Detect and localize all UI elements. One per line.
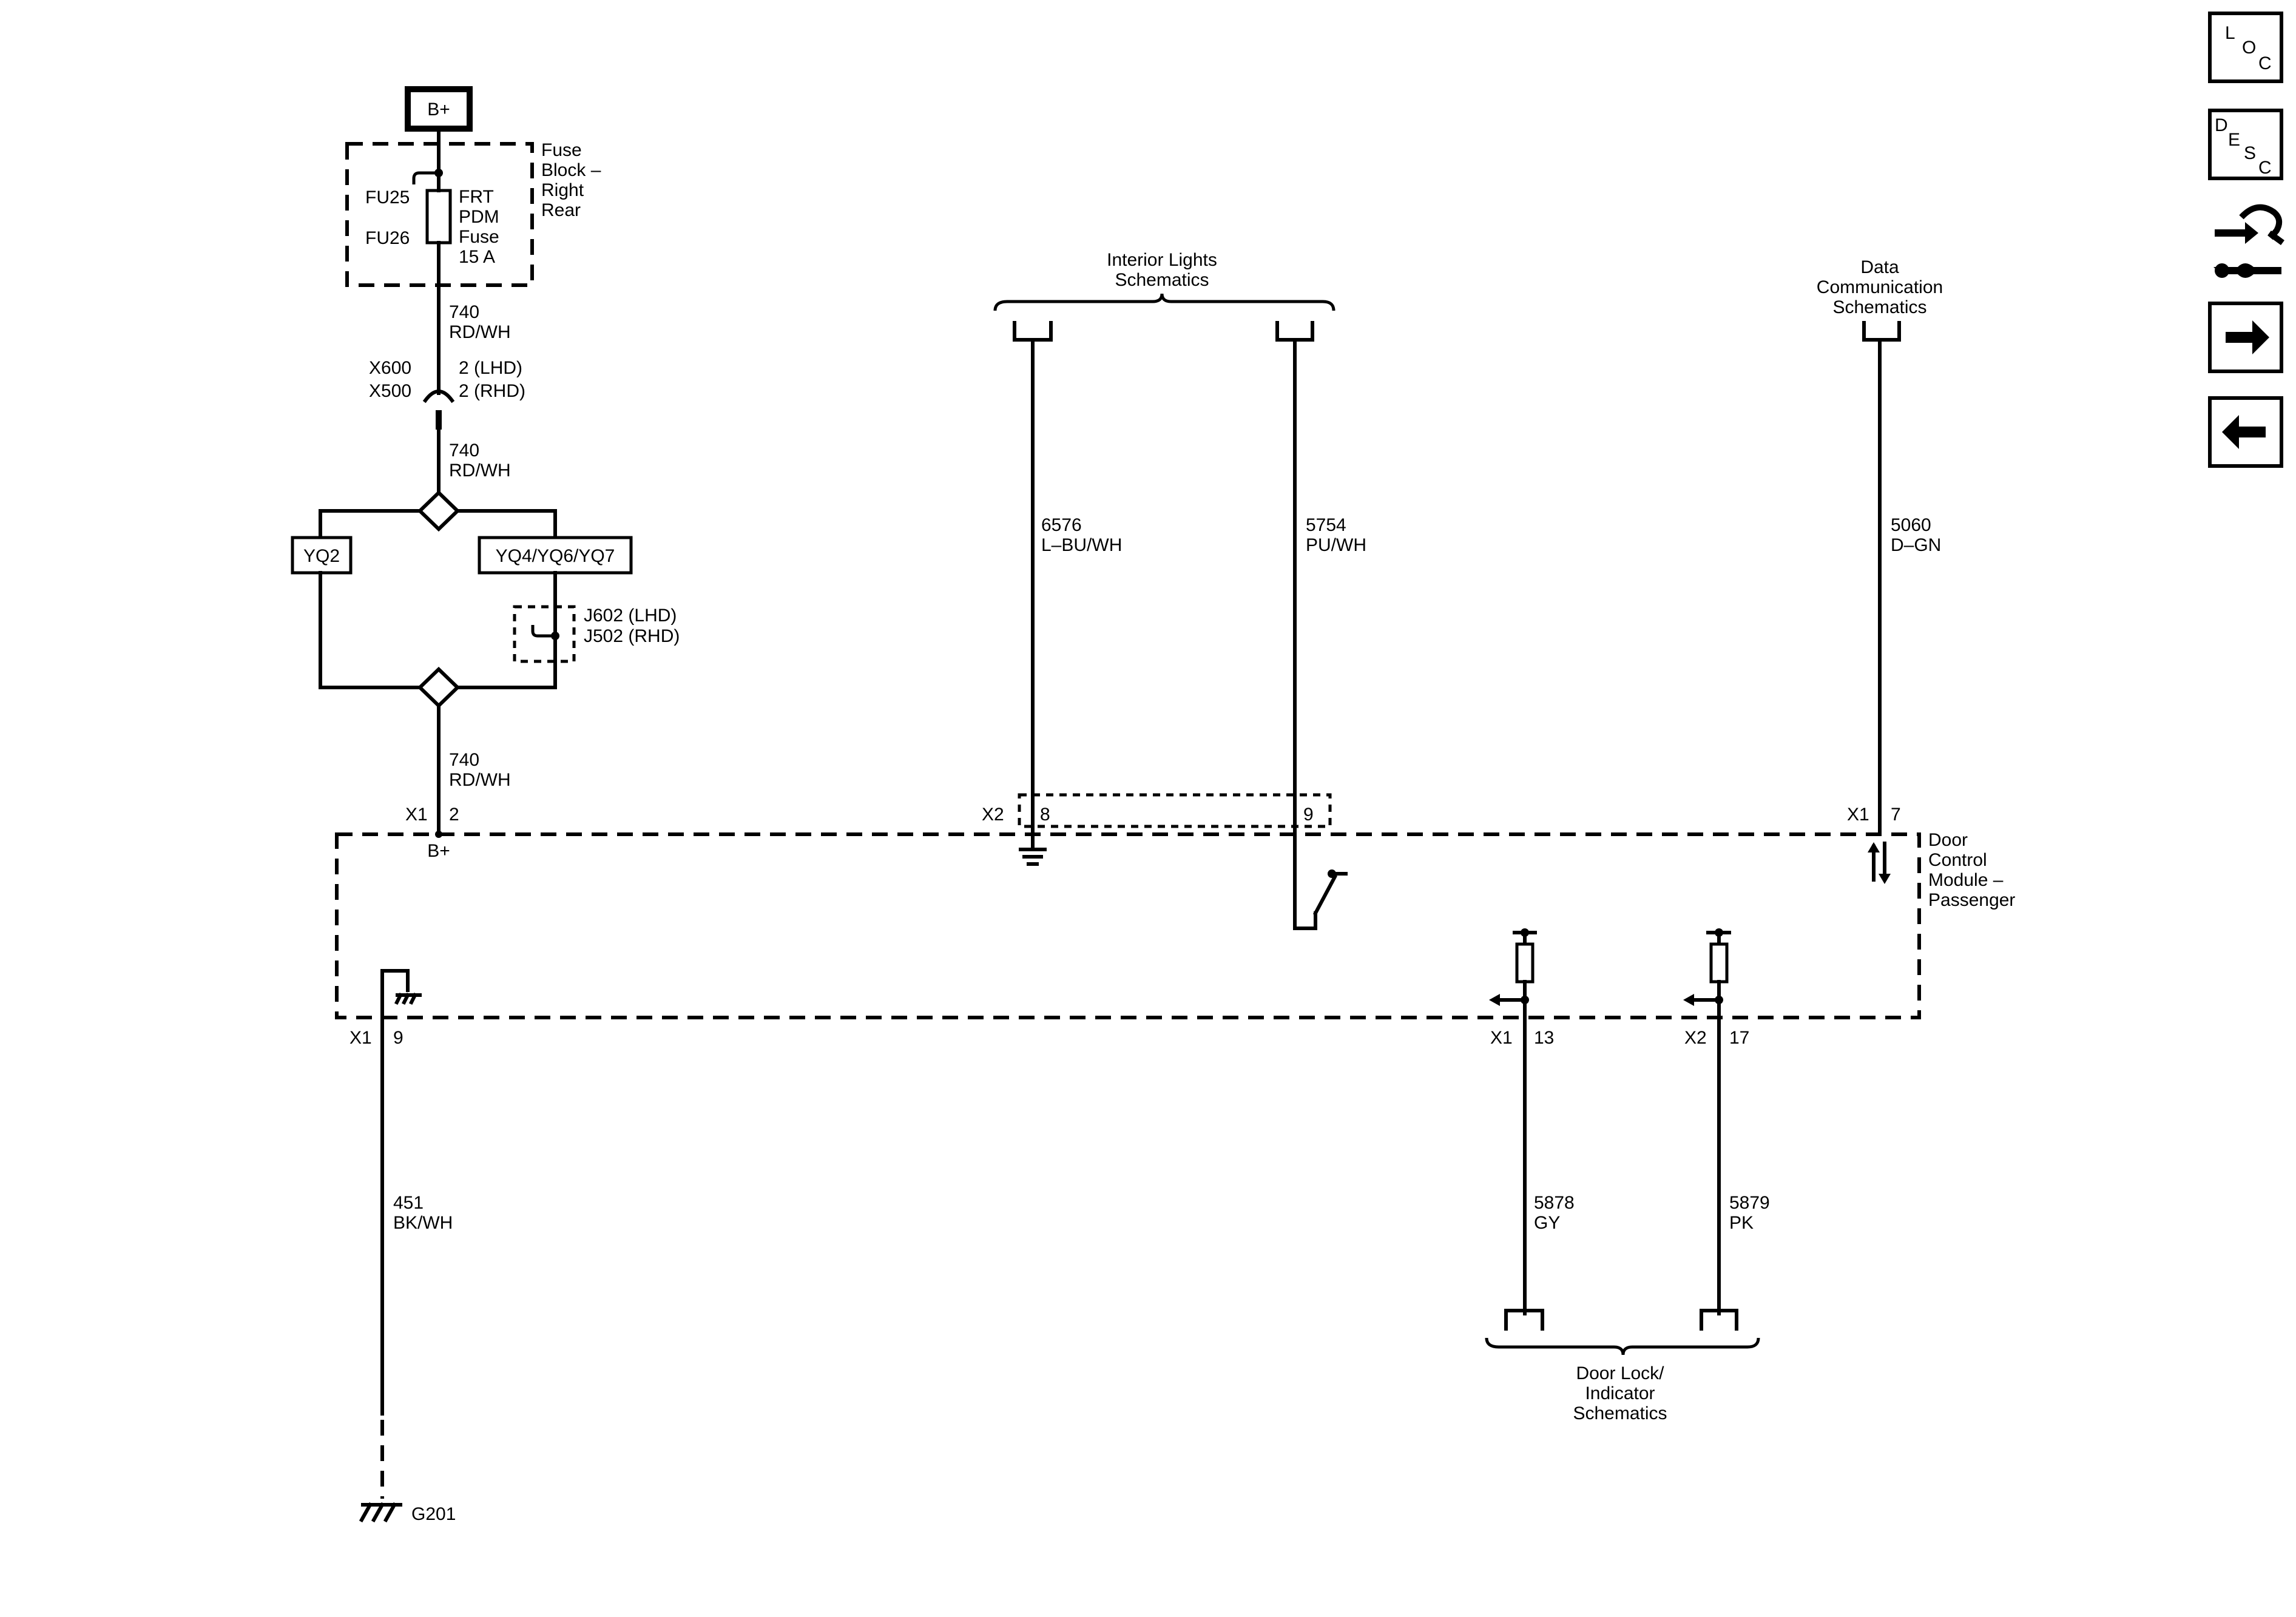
- jumper-rhd: J502 (RHD): [584, 626, 680, 646]
- wire-451-color: BK/WH: [393, 1213, 453, 1233]
- switch-icon: [1293, 869, 1348, 930]
- module-title-2: Control: [1928, 850, 1987, 870]
- chassis-ground-icon: [380, 969, 422, 1019]
- door-lock-ref-2: Indicator: [1585, 1383, 1655, 1403]
- desc-letter-c: C: [2258, 158, 2272, 178]
- fuse-block-title-4: Rear: [541, 200, 581, 220]
- interior-lights-ref-2: Schematics: [1115, 270, 1209, 290]
- wire-740-color-mid: RD/WH: [449, 461, 511, 481]
- desc-letter-e: E: [2228, 130, 2240, 150]
- inline-connector-x600: X600 X500 2 (LHD) 2 (RHD): [369, 358, 525, 430]
- serial-data-icon: [1868, 842, 1891, 884]
- wire-740-color-bot: RD/WH: [449, 770, 511, 790]
- option-yq2: YQ2: [303, 546, 340, 566]
- wire-6576-color: L–BU/WH: [1041, 535, 1122, 555]
- fuse-icon: [425, 189, 452, 245]
- data-communication-reference[interactable]: Data Communication Schematics: [1817, 257, 1943, 342]
- pin-x1-connector: X1: [405, 805, 428, 825]
- pin-x1-7: 7: [1891, 805, 1901, 825]
- arrow-right-icon: [2226, 320, 2269, 354]
- connector-tool-icon[interactable]: [2213, 204, 2284, 278]
- fuse-block-title-1: Fuse: [541, 140, 582, 160]
- wire-5878-circuit: 5878: [1534, 1193, 1575, 1213]
- wire-5878-color: GY: [1534, 1213, 1560, 1233]
- fuse-name-line3: Fuse: [459, 227, 499, 247]
- pin-x1-7-connector: X1: [1847, 805, 1869, 825]
- pin-x2-9: 9: [1303, 805, 1314, 825]
- module-title-3: Module –: [1928, 870, 2004, 890]
- wire-5754-circuit: 5754: [1306, 515, 1346, 535]
- next-page-button[interactable]: [2208, 302, 2283, 373]
- jumper-lhd: J602 (LHD): [584, 606, 677, 626]
- desc-letter-d: D: [2215, 115, 2228, 135]
- connector-id-x500: X500: [369, 381, 411, 401]
- indicator-output-5878: [1489, 928, 1537, 1006]
- pin-x1-13: 13: [1534, 1028, 1554, 1048]
- jumper-j602: J602 (LHD) J502 (RHD): [513, 605, 680, 663]
- door-lock-ref-3: Schematics: [1573, 1403, 1667, 1423]
- fuse-block-title-2: Block –: [541, 160, 601, 180]
- wire-451-circuit: 451: [393, 1193, 424, 1213]
- wire-5879-color: PK: [1729, 1213, 1754, 1233]
- data-comm-ref-1: Data: [1860, 257, 1899, 277]
- wire-6576-circuit: 6576: [1041, 515, 1082, 535]
- data-comm-ref-2: Communication: [1817, 277, 1943, 297]
- loc-letter-c: C: [2258, 53, 2272, 73]
- pin-x1-13-connector: X1: [1490, 1028, 1513, 1048]
- module-title-4: Passenger: [1928, 890, 2015, 910]
- fuse-rating: 15 A: [459, 247, 495, 267]
- fuse-block: FU25 FU26 FRT PDM Fuse 15 A Fuse Block –…: [345, 140, 601, 287]
- loc-letter-l: L: [2225, 23, 2235, 43]
- ground-icon: [1019, 832, 1047, 866]
- interior-lights-reference[interactable]: Interior Lights Schematics: [993, 250, 1335, 342]
- connector-id-x600: X600: [369, 358, 411, 378]
- fuse-id-fu25: FU25: [365, 187, 410, 208]
- loc-letter-o: O: [2242, 38, 2256, 58]
- pin-x2-connector: X2: [982, 805, 1004, 825]
- location-button[interactable]: L O C: [2208, 12, 2283, 83]
- option-splice: YQ2 YQ4/YQ6/YQ7: [291, 490, 633, 709]
- ground-g201-label: G201: [411, 1504, 456, 1524]
- option-yq4-yq6-yq7: YQ4/YQ6/YQ7: [496, 546, 615, 566]
- fuse-block-title-3: Right: [541, 180, 584, 200]
- fuse-id-fu26: FU26: [365, 228, 410, 248]
- module-title-1: Door: [1928, 830, 1968, 850]
- pin-x2-17: 17: [1729, 1028, 1749, 1048]
- connector-pin-rhd: 2 (RHD): [459, 381, 525, 401]
- description-button[interactable]: D E S C: [2208, 109, 2283, 180]
- option-box-yq2: [291, 536, 353, 575]
- previous-page-button[interactable]: [2208, 396, 2283, 468]
- pin-x1-2: 2: [449, 805, 459, 825]
- interior-lights-ref-1: Interior Lights: [1107, 250, 1217, 270]
- desc-letter-s: S: [2244, 143, 2256, 163]
- fuse-name-line2: PDM: [459, 207, 499, 227]
- door-lock-ref-1: Door Lock/: [1576, 1363, 1664, 1383]
- wire-740-circuit-bot: 740: [449, 750, 479, 770]
- door-lock-reference[interactable]: Door Lock/ Indicator Schematics: [1485, 1309, 1760, 1423]
- indicator-output-5879: [1683, 928, 1731, 1006]
- wire-5060-color: D–GN: [1891, 535, 1941, 555]
- wire-5060-circuit: 5060: [1891, 515, 1931, 535]
- data-comm-ref-3: Schematics: [1832, 297, 1926, 317]
- arrow-left-icon: [2222, 415, 2266, 449]
- connector-pin-lhd: 2 (LHD): [459, 358, 522, 378]
- wire-740-circuit-top: 740: [449, 302, 479, 322]
- wire-5879-circuit: 5879: [1729, 1193, 1770, 1213]
- module-bplus-label: B+: [427, 841, 450, 861]
- wire-740-color-top: RD/WH: [449, 322, 511, 342]
- pin-x1-9: 9: [393, 1028, 403, 1048]
- battery-positive: B+: [405, 86, 473, 132]
- ground-g201-icon: [359, 1502, 402, 1523]
- door-control-module: Door Control Module – Passenger: [335, 830, 2015, 1019]
- pin-x2-17-connector: X2: [1684, 1028, 1707, 1048]
- wire-5754-color: PU/WH: [1306, 535, 1366, 555]
- fuse-name-line1: FRT: [459, 187, 494, 207]
- battery-positive-label: B+: [427, 100, 450, 120]
- pin-x1-9-connector: X1: [349, 1028, 372, 1048]
- wire-740-circuit-mid: 740: [449, 441, 479, 461]
- pin-x2-8: 8: [1040, 805, 1050, 825]
